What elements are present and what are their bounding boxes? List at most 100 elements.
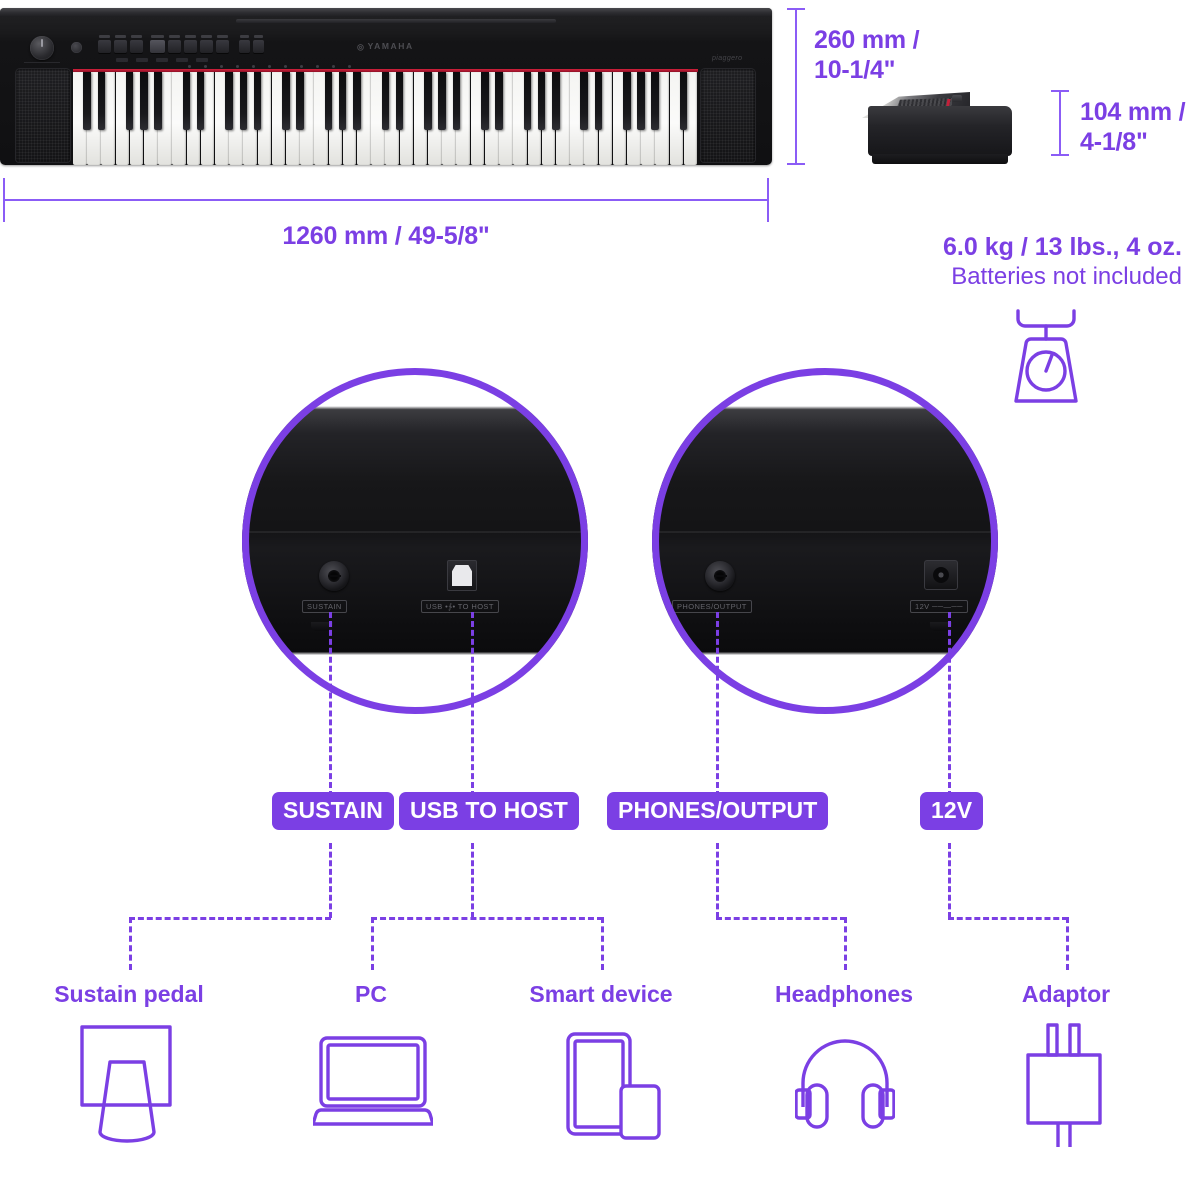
- leader-dc-in: [948, 612, 951, 797]
- panel-button[interactable]: [150, 35, 165, 53]
- depth-dim-cap-bottom: [1051, 154, 1069, 156]
- speaker-grille-left: [16, 69, 70, 162]
- black-key: [481, 72, 489, 130]
- device-label-pc: PC: [355, 981, 387, 1007]
- black-key: [196, 72, 205, 130]
- height-dim-cap-bottom: [787, 163, 805, 165]
- black-key: [438, 72, 446, 130]
- black-key: [353, 72, 361, 130]
- white-key: [541, 72, 556, 165]
- volume-scale-marking: [24, 62, 60, 70]
- white-key: [200, 72, 215, 165]
- white-key: [371, 72, 385, 165]
- black-key: [623, 72, 631, 130]
- width-dim-label: 1260 mm / 49-5/8": [282, 222, 490, 250]
- panel-button[interactable]: [130, 35, 143, 53]
- model-name: piaggero: [712, 55, 743, 62]
- badge-label: PHONES/OUTPUT: [607, 792, 829, 830]
- panel-button[interactable]: [239, 35, 250, 53]
- panel-button[interactable]: [200, 35, 213, 53]
- headphones-icon: [794, 1035, 896, 1135]
- white-key: [257, 72, 272, 165]
- tree-stem-usb: [471, 843, 474, 918]
- depth-dim-cap-top: [1051, 90, 1069, 92]
- device-label-adaptor: Adaptor: [1021, 981, 1111, 1007]
- black-key: [182, 72, 191, 130]
- left-panel-magnifier-ring: [242, 368, 588, 714]
- black-key: [679, 72, 688, 130]
- speaker-grille-right: [701, 69, 755, 162]
- badge-sustain[interactable]: SUSTAIN: [272, 792, 394, 830]
- white-key: [172, 72, 187, 165]
- white-key: [186, 72, 201, 165]
- black-key: [651, 72, 659, 130]
- panel-button[interactable]: [114, 35, 127, 53]
- black-key: [225, 72, 233, 130]
- black-key: [324, 72, 333, 130]
- panel-indicator-leds: [188, 65, 368, 70]
- white-key: [129, 72, 144, 165]
- height-dim-line: [795, 8, 797, 165]
- leader-phones-output: [716, 612, 719, 797]
- device-label-sustain-pedal: Sustain pedal: [54, 981, 204, 1007]
- tree-stem-phones: [716, 843, 719, 918]
- white-key: [328, 72, 343, 165]
- tablet-phone-icon: [564, 1030, 664, 1145]
- device-label-headphones: Headphones: [774, 981, 914, 1007]
- badge-label: 12V: [920, 792, 984, 830]
- leader-sustain: [329, 612, 332, 797]
- black-key: [140, 72, 148, 130]
- white-key: [314, 72, 329, 165]
- weight-value: 6.0 kg / 13 lbs., 4 oz.: [943, 233, 1182, 261]
- badge-label: USB TO HOST: [399, 792, 579, 830]
- black-key: [424, 72, 432, 130]
- tree-stem-dc: [948, 843, 951, 918]
- white-key: [570, 72, 584, 165]
- height-dim-cap-top: [787, 8, 805, 10]
- white-key: [342, 72, 357, 165]
- panel-button[interactable]: [168, 35, 181, 53]
- white-key: [115, 72, 130, 165]
- laptop-icon: [311, 1034, 435, 1134]
- power-button[interactable]: [71, 42, 82, 53]
- black-key: [552, 72, 560, 130]
- panel-button[interactable]: [216, 35, 229, 53]
- black-key: [338, 72, 347, 130]
- sustain-pedal-icon: [74, 1024, 184, 1159]
- black-key: [395, 72, 404, 130]
- depth-dim-label: 104 mm / 4-1/8": [1080, 98, 1186, 156]
- black-key: [523, 72, 532, 130]
- badge-dc-in[interactable]: 12V: [920, 792, 984, 830]
- tree-drop-headphones: [844, 917, 847, 970]
- black-key: [154, 72, 162, 130]
- panel-button[interactable]: [253, 35, 264, 53]
- power-adaptor-icon: [1024, 1019, 1108, 1154]
- keybed: [73, 69, 698, 165]
- panel-button[interactable]: [184, 35, 197, 53]
- tree-drop-smart-device: [601, 917, 604, 970]
- master-volume-knob[interactable]: [30, 36, 54, 60]
- black-key: [253, 72, 262, 130]
- width-dim-line: [3, 199, 769, 201]
- black-key: [296, 72, 304, 130]
- black-key: [452, 72, 461, 130]
- white-key: [73, 72, 87, 165]
- white-key: [470, 72, 485, 165]
- white-key: [612, 72, 627, 165]
- weight-note: Batteries not included: [951, 263, 1182, 290]
- white-key: [413, 72, 428, 165]
- black-key: [97, 72, 105, 130]
- black-key: [637, 72, 645, 130]
- height-dim-label: 260 mm / 10-1/4": [814, 26, 920, 84]
- badge-phones-output[interactable]: PHONES/OUTPUT: [607, 792, 829, 830]
- badge-usb-to-host[interactable]: USB TO HOST: [399, 792, 579, 830]
- panel-sub-markings: [116, 58, 226, 64]
- white-key: [399, 72, 414, 165]
- panel-button-row: [98, 35, 264, 55]
- black-key: [83, 72, 91, 130]
- white-key: [683, 72, 698, 165]
- panel-button[interactable]: [98, 35, 111, 53]
- keyboard-top-sheen: [0, 8, 772, 17]
- black-key: [125, 72, 134, 130]
